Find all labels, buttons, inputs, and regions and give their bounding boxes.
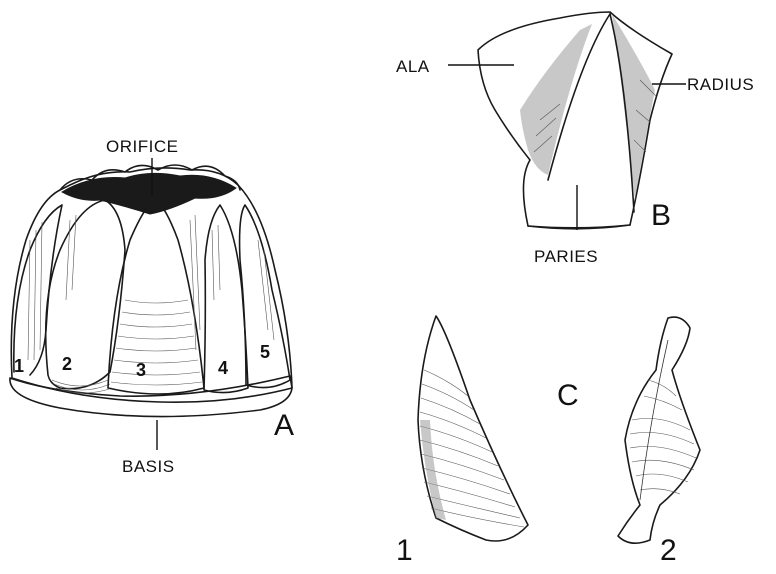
view-number-1: 1 xyxy=(396,534,413,567)
panel-c-view-1 xyxy=(418,316,528,541)
plate-number-5: 5 xyxy=(260,342,270,362)
panel-letter-b: B xyxy=(651,199,671,232)
label-ala: ALA xyxy=(396,57,430,76)
plate-3-growth-lines xyxy=(111,300,202,385)
view-number-2: 2 xyxy=(660,534,677,567)
panel-letter-c: C xyxy=(557,379,579,412)
label-basis: BASIS xyxy=(122,457,175,476)
shell-hatching xyxy=(28,215,274,360)
label-paries: PARIES xyxy=(534,247,598,266)
view-2-outline xyxy=(618,317,700,543)
radius-shading xyxy=(612,14,655,200)
panel-c-view-2 xyxy=(618,317,700,543)
plate-1-outline xyxy=(14,205,62,375)
label-radius: RADIUS xyxy=(687,75,754,94)
panel-b-plate xyxy=(478,12,672,229)
panel-a-shell: 1 2 3 4 5 xyxy=(10,165,292,417)
label-orifice: ORIFICE xyxy=(106,137,178,156)
panel-letter-a: A xyxy=(274,409,294,442)
plate-number-2: 2 xyxy=(62,354,72,374)
plate-number-4: 4 xyxy=(218,358,228,378)
plate-number-3: 3 xyxy=(136,360,146,380)
plate-number-1: 1 xyxy=(14,356,24,376)
